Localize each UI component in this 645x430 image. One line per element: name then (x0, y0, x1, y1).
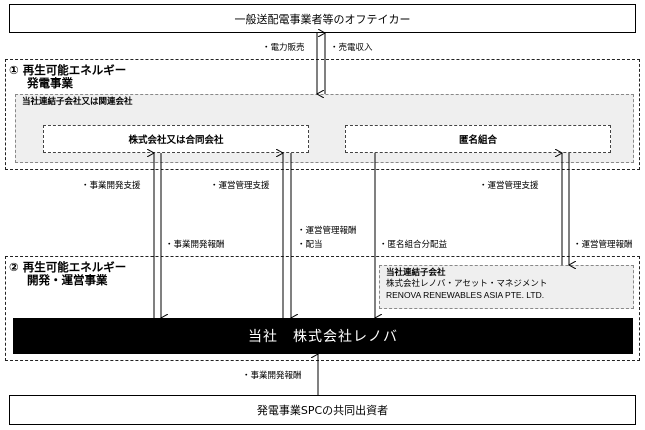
label-ops-fee-left: ・運営管理報酬 (297, 226, 357, 236)
label-dividend: ・配当 (297, 240, 323, 250)
section2-title-line2: 開発・運営事業 (27, 273, 108, 287)
co-investor-label: 発電事業SPCの共同出資者 (256, 404, 389, 417)
offtaker-label: 一般送配電事業者等のオフテイカー (234, 12, 411, 26)
label-power-sale: ・電力販売 (262, 43, 305, 53)
label-anon-distribution: ・匿名組合分配益 (379, 240, 448, 250)
section2-number: ② (9, 260, 19, 274)
label-ops-fee-right: ・運営管理報酬 (573, 240, 633, 250)
label-power-income: ・売電収入 (330, 43, 373, 53)
offtaker-box: 一般送配電事業者等のオフテイカー (9, 4, 636, 33)
group-label: 当社連結子会社又は関連会社 (22, 97, 133, 107)
subsidiaries-box (379, 265, 634, 309)
company-box: 株式会社又は合同会社 (43, 125, 309, 153)
section2-title-line1: 再生可能エネルギー (22, 260, 127, 274)
section2-title: ② 再生可能エネルギー 開発・運営事業 (9, 261, 126, 287)
label-dev-fee: ・事業開発報酬 (165, 240, 225, 250)
subsidiaries-text: 当社連結子会社 株式会社レノバ・アセット・マネジメント RENOVA RENEW… (386, 268, 547, 301)
label-ops-support-right: ・運営管理支援 (479, 181, 539, 191)
anonymous-partnership-box: 匿名組合 (345, 125, 611, 153)
section1-title-line2: 発電事業 (27, 76, 73, 90)
renova-main-bar: 当社 株式会社レノバ (13, 318, 633, 354)
section1-number: ① (9, 63, 19, 77)
label-ops-support-left: ・運営管理支援 (210, 181, 270, 191)
label-dev-support: ・事業開発支援 (81, 181, 141, 191)
company-box-label: 株式会社又は合同会社 (128, 135, 224, 146)
renova-main-label: 当社 株式会社レノバ (248, 329, 398, 345)
section1-title: ① 再生可能エネルギー 発電事業 (9, 64, 126, 90)
anonymous-partnership-label: 匿名組合 (458, 135, 497, 146)
label-dev-fee-bottom: ・事業開発報酬 (242, 371, 302, 381)
subsidiary-company-1: 株式会社レノバ・アセット・マネジメント (386, 279, 548, 289)
section1-frame (5, 59, 640, 170)
section2-frame (5, 256, 640, 361)
section1-title-line1: 再生可能エネルギー (22, 63, 127, 77)
co-investor-box: 発電事業SPCの共同出資者 (9, 395, 636, 425)
subsidiary-company-2: RENOVA RENEWABLES ASIA PTE. LTD. (386, 290, 545, 300)
subsidiaries-label: 当社連結子会社 (386, 268, 446, 278)
